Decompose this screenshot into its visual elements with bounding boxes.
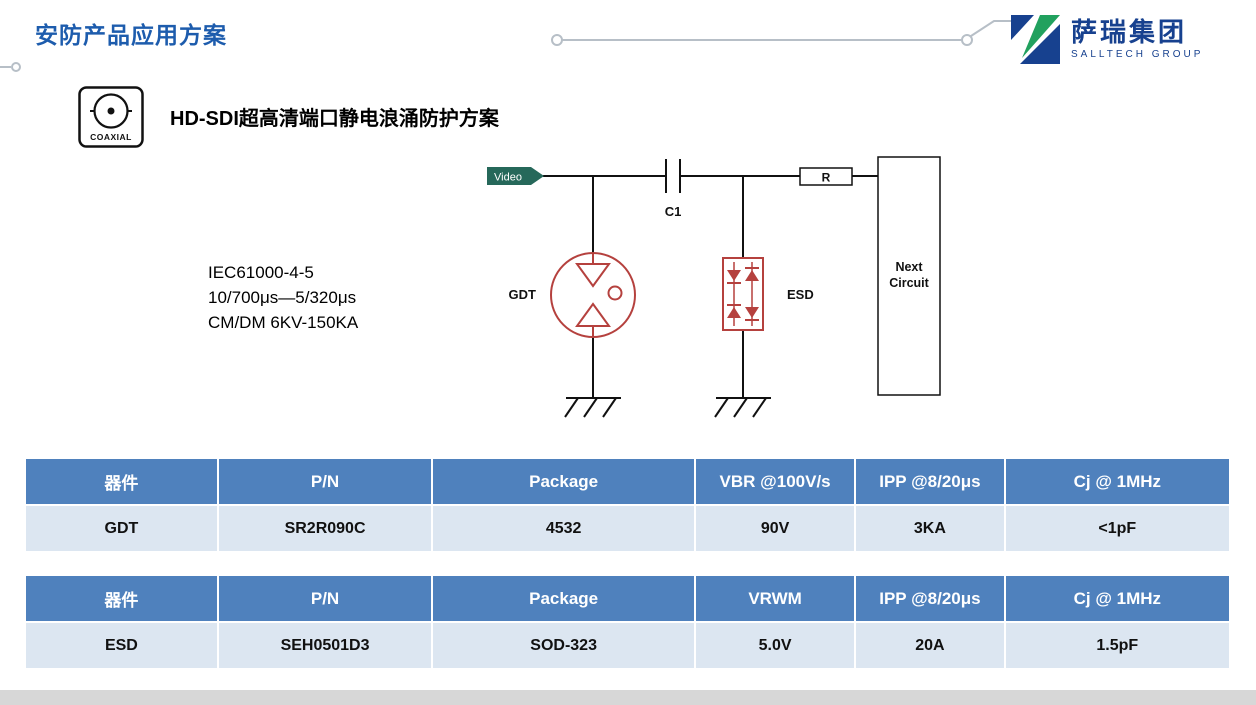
table-cell: SEH0501D3 (217, 622, 433, 669)
table-cell: 90V (694, 505, 856, 552)
spec-line: IEC61000-4-5 (208, 263, 314, 282)
column-header: P/N (217, 458, 433, 505)
esd-parameters-table: 器件 P/N Package VRWM IPP @8/20μs Cj @ 1MH… (25, 575, 1230, 669)
table-cell: 5.0V (694, 622, 856, 669)
page-title: 安防产品应用方案 (35, 22, 227, 48)
gdt-parameters-table: 器件 P/N Package VBR @100V/s IPP @8/20μs C… (25, 458, 1230, 552)
table-row: GDT SR2R090C 4532 90V 3KA <1pF (25, 505, 1230, 552)
ground-symbol (714, 397, 771, 418)
next-circuit-label-line1: Next (895, 260, 923, 274)
table-cell: <1pF (1004, 505, 1230, 552)
coaxial-connector-icon: COAXIAL (78, 86, 144, 148)
table-cell: ESD (25, 622, 218, 669)
column-header: 器件 (25, 458, 218, 505)
column-header: Package (432, 575, 695, 622)
column-header: 器件 (25, 575, 218, 622)
logo-mark-icon (1011, 15, 1060, 64)
table-cell: SOD-323 (432, 622, 695, 669)
table-cell: 20A (855, 622, 1005, 669)
column-header: Cj @ 1MHz (1004, 458, 1230, 505)
circuit-schematic: Video R Next Ci (487, 156, 941, 418)
gdt-symbol (550, 252, 636, 338)
column-header: VRWM (694, 575, 856, 622)
logo-text-block: 萨瑞集团 SALLTECH GROUP (1071, 16, 1204, 61)
next-circuit-label-line2: Circuit (889, 276, 929, 290)
resistor-label: R (822, 171, 831, 185)
section-heading: HD-SDI超高清端口静电浪涌防护方案 (170, 108, 499, 130)
logo-subtitle: SALLTECH GROUP (1071, 49, 1204, 61)
next-circuit-box (877, 156, 941, 396)
table-cell: GDT (25, 505, 218, 552)
table-header-row: 器件 P/N Package VRWM IPP @8/20μs Cj @ 1MH… (25, 575, 1230, 622)
video-input-arrow (487, 167, 544, 185)
column-header: P/N (217, 575, 433, 622)
company-logo: 萨瑞集团 SALLTECH GROUP (1008, 12, 1203, 66)
column-header: Cj @ 1MHz (1004, 575, 1230, 622)
table-cell: 4532 (432, 505, 695, 552)
video-label: Video (494, 172, 522, 184)
surge-spec-text: IEC61000-4-5 10/700μs—5/320μs CM/DM 6KV-… (208, 260, 358, 335)
esd-label: ESD (787, 287, 814, 302)
column-header: IPP @8/20μs (855, 458, 1005, 505)
coaxial-icon-label: COAXIAL (90, 132, 132, 142)
esd-symbol (722, 257, 764, 331)
table-cell: SR2R090C (217, 505, 433, 552)
resistor-box (799, 167, 853, 186)
gdt-label: GDT (509, 287, 537, 302)
column-header: Package (432, 458, 695, 505)
column-header: IPP @8/20μs (855, 575, 1005, 622)
table-cell: 1.5pF (1004, 622, 1230, 669)
spec-line: 10/700μs—5/320μs (208, 288, 357, 307)
ground-symbol (564, 397, 621, 418)
footer-bar (0, 690, 1256, 705)
table-header-row: 器件 P/N Package VBR @100V/s IPP @8/20μs C… (25, 458, 1230, 505)
table-cell: 3KA (855, 505, 1005, 552)
decorative-trace-lines (0, 20, 1016, 72)
logo-name: 萨瑞集团 (1071, 16, 1188, 47)
capacitor-label: C1 (665, 204, 682, 219)
spec-line: CM/DM 6KV-150KA (208, 313, 359, 332)
column-header: VBR @100V/s (694, 458, 856, 505)
table-row: ESD SEH0501D3 SOD-323 5.0V 20A 1.5pF (25, 622, 1230, 669)
